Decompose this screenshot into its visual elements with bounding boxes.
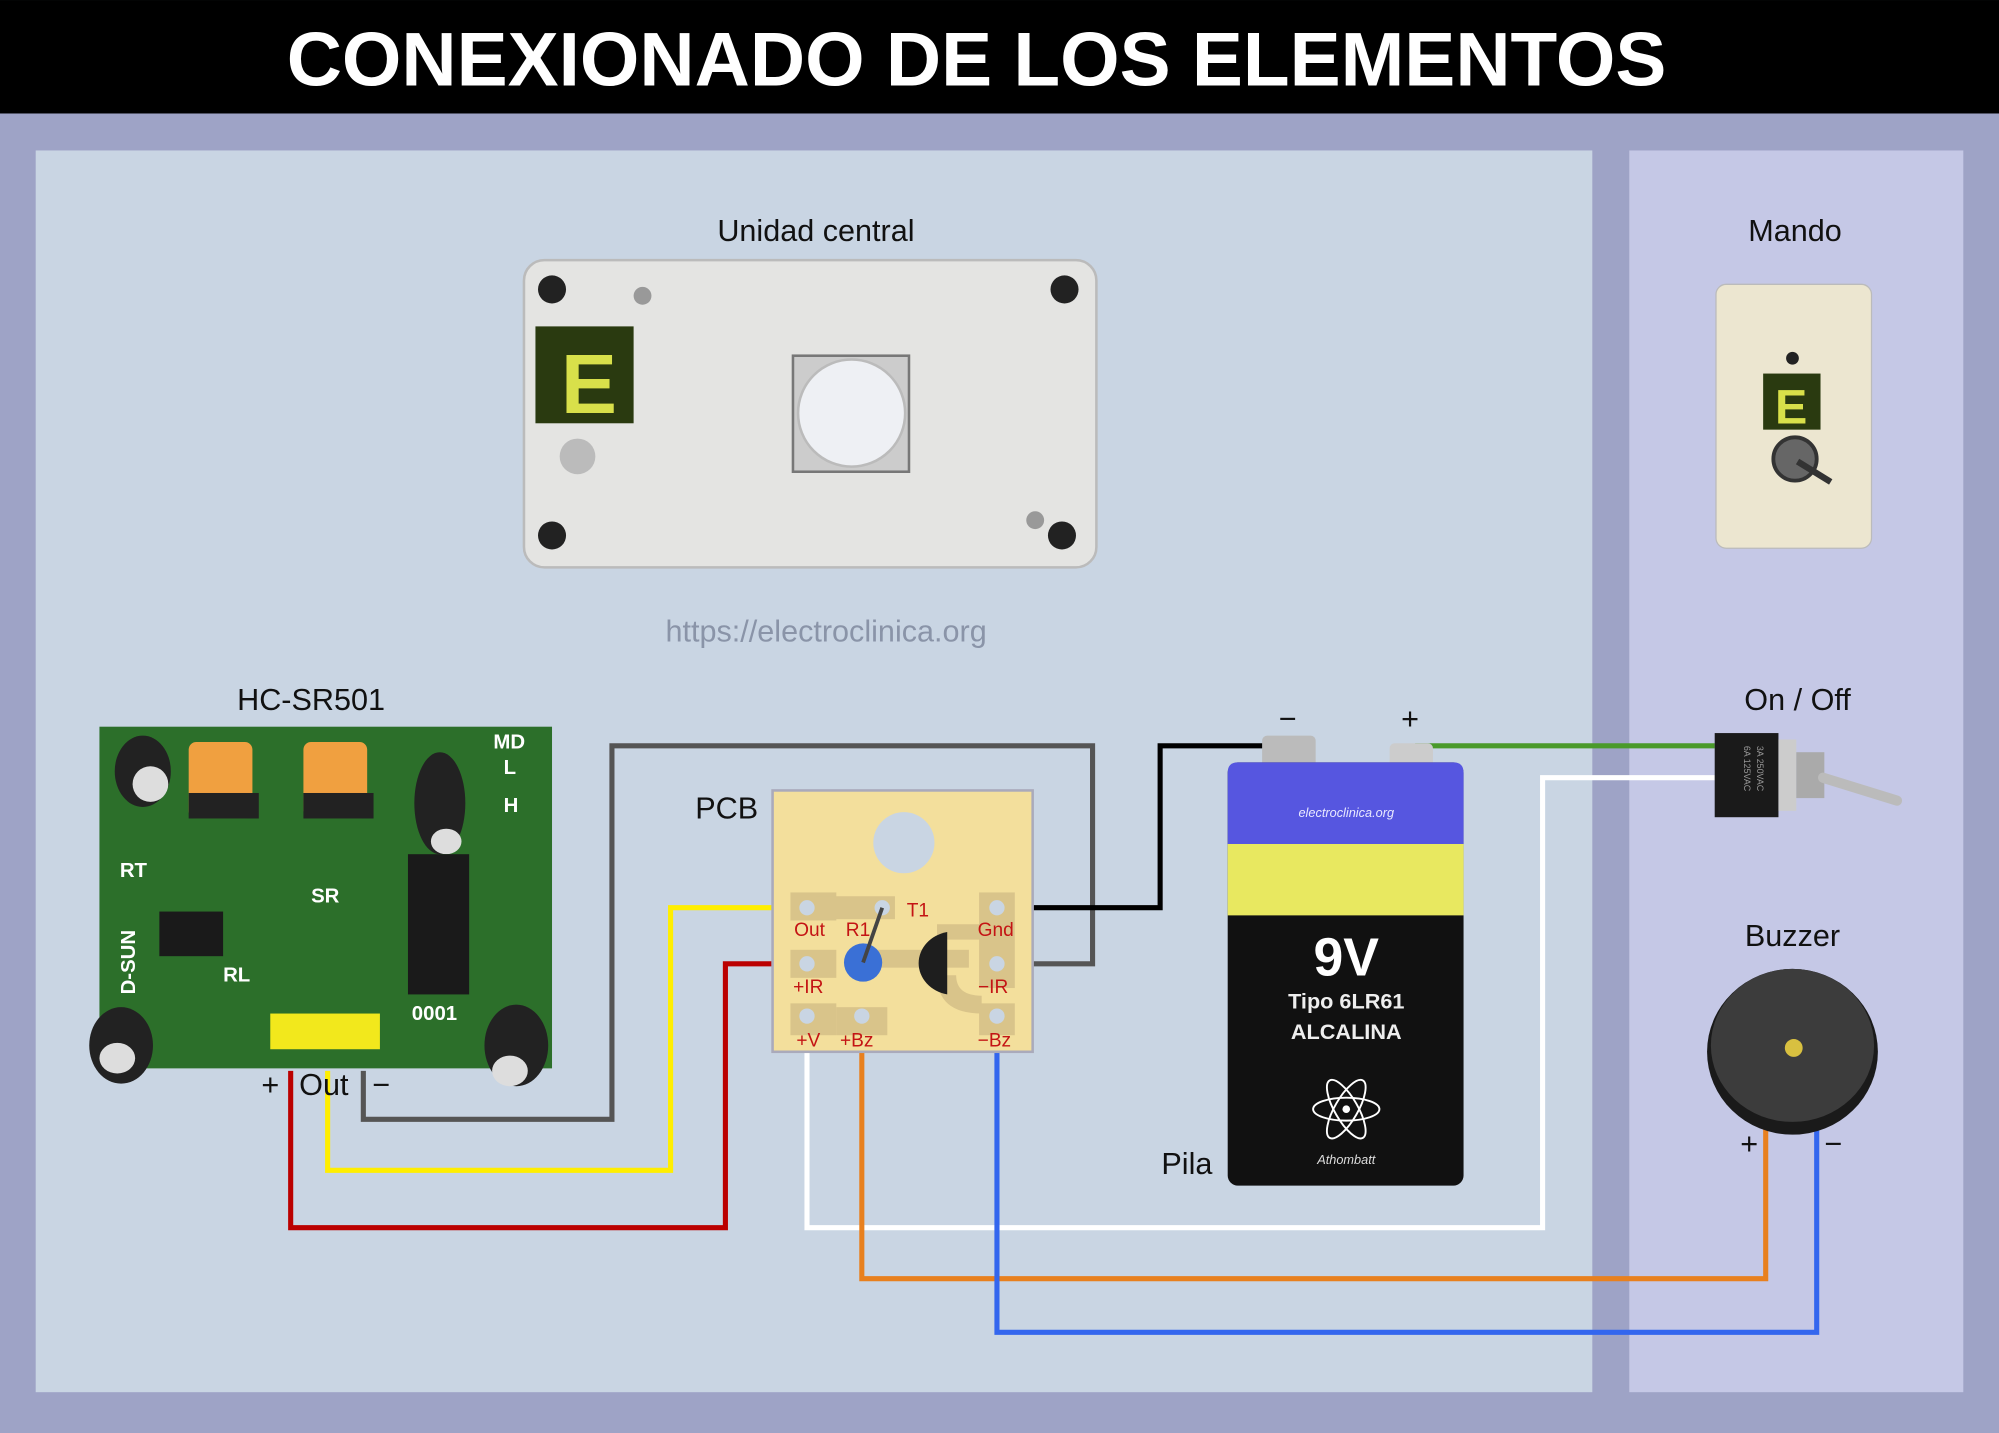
pcb-label: PCB [695,791,758,825]
pir-pin-minus: − [372,1068,390,1102]
buzzer [1707,968,1878,1135]
pad-plus-v-label: +V [796,1031,820,1052]
pad-out-label: Out [794,920,825,941]
battery-brand-url: electroclinica.org [1298,805,1394,820]
central-unit: E [522,258,1098,569]
remote-label: Mando [1748,214,1842,248]
pad-gnd-label: Gnd [978,920,1014,941]
wire-yellow [325,905,807,1173]
wire-grey [360,743,1096,1122]
battery-plus-label: + [1401,702,1419,736]
battery-chemistry: ALCALINA [1291,1019,1402,1044]
central-unit-label: Unidad central [717,214,914,248]
logo-letter: E [561,337,617,431]
battery-type: Tipo 6LR61 [1288,988,1404,1013]
battery-plus-terminal [1389,743,1433,768]
battery-brand: Athombatt [1316,1152,1376,1167]
pir-dome-icon [796,358,907,468]
pad-minus-ir-label: −IR [978,977,1008,998]
switch-rating-2: 6A 125VAC [1742,746,1752,792]
wire-black [996,743,1275,911]
switch-rating-1: 3A 250VAC [1755,746,1765,792]
toggle-switch[interactable]: 3A 250VAC 6A 125VAC [1714,733,1903,818]
remote: E [1715,283,1873,549]
pir-sensor-label: HC-SR501 [237,683,385,717]
pir-pin-plus: + [261,1068,279,1102]
buzzer-plus-label: + [1740,1127,1758,1161]
pir-sensor-board: MD L H RT SR RL D-SUN 0001 [89,726,553,1087]
pir-pin-out: Out [299,1068,349,1102]
silk-rt: RT [120,860,148,882]
silk-rl: RL [223,965,250,987]
atom-icon [1312,1078,1381,1140]
battery: electroclinica.org 9V Tipo 6LR61 ALCALIN… [1227,735,1464,1186]
wires [288,743,1820,1335]
wire-red [288,961,807,1231]
pad-plus-bz-label: +Bz [840,1031,873,1052]
buzzer-hole-icon [1784,1039,1803,1057]
buzzer-label: Buzzer [1745,919,1840,953]
pcb: Out R1 T1 Gnd +IR −IR +V +Bz −Bz [771,789,1034,1054]
wire-white [804,775,1715,1231]
wire-blue [994,1016,1820,1335]
mounting-hole [873,812,935,874]
silk-md: MD [493,731,525,753]
logo-icon [1763,373,1821,430]
silk-h: H [504,795,519,817]
buzzer-minus-label: − [1824,1127,1842,1161]
battery-minus-label: − [1279,702,1297,736]
battery-label: Pila [1161,1147,1212,1181]
pad-plus-ir-label: +IR [793,977,823,998]
toggle-icon [1771,435,1819,483]
logo-icon [535,326,634,424]
wire-orange [859,1016,1769,1282]
silk-dsun: D-SUN [118,930,140,995]
logo-letter: E [1775,380,1807,434]
battery-voltage: 9V [1314,928,1380,987]
silk-0001: 0001 [412,1003,457,1025]
page-title: CONEXIONADO DE LOS ELEMENTOS [287,17,1667,102]
r1-label: R1 [846,920,870,941]
battery-minus-terminal [1262,735,1316,768]
silk-l: L [504,757,516,779]
t1-label: T1 [907,901,929,922]
transistor-t1-icon [918,931,948,995]
header-bar [0,0,1999,114]
silk-sr: SR [311,886,340,908]
switch-label: On / Off [1744,683,1851,717]
pad-minus-bz-label: −Bz [978,1031,1011,1052]
watermark-url: https://electroclinica.org [666,614,987,648]
switch-lever-icon [1817,772,1903,806]
